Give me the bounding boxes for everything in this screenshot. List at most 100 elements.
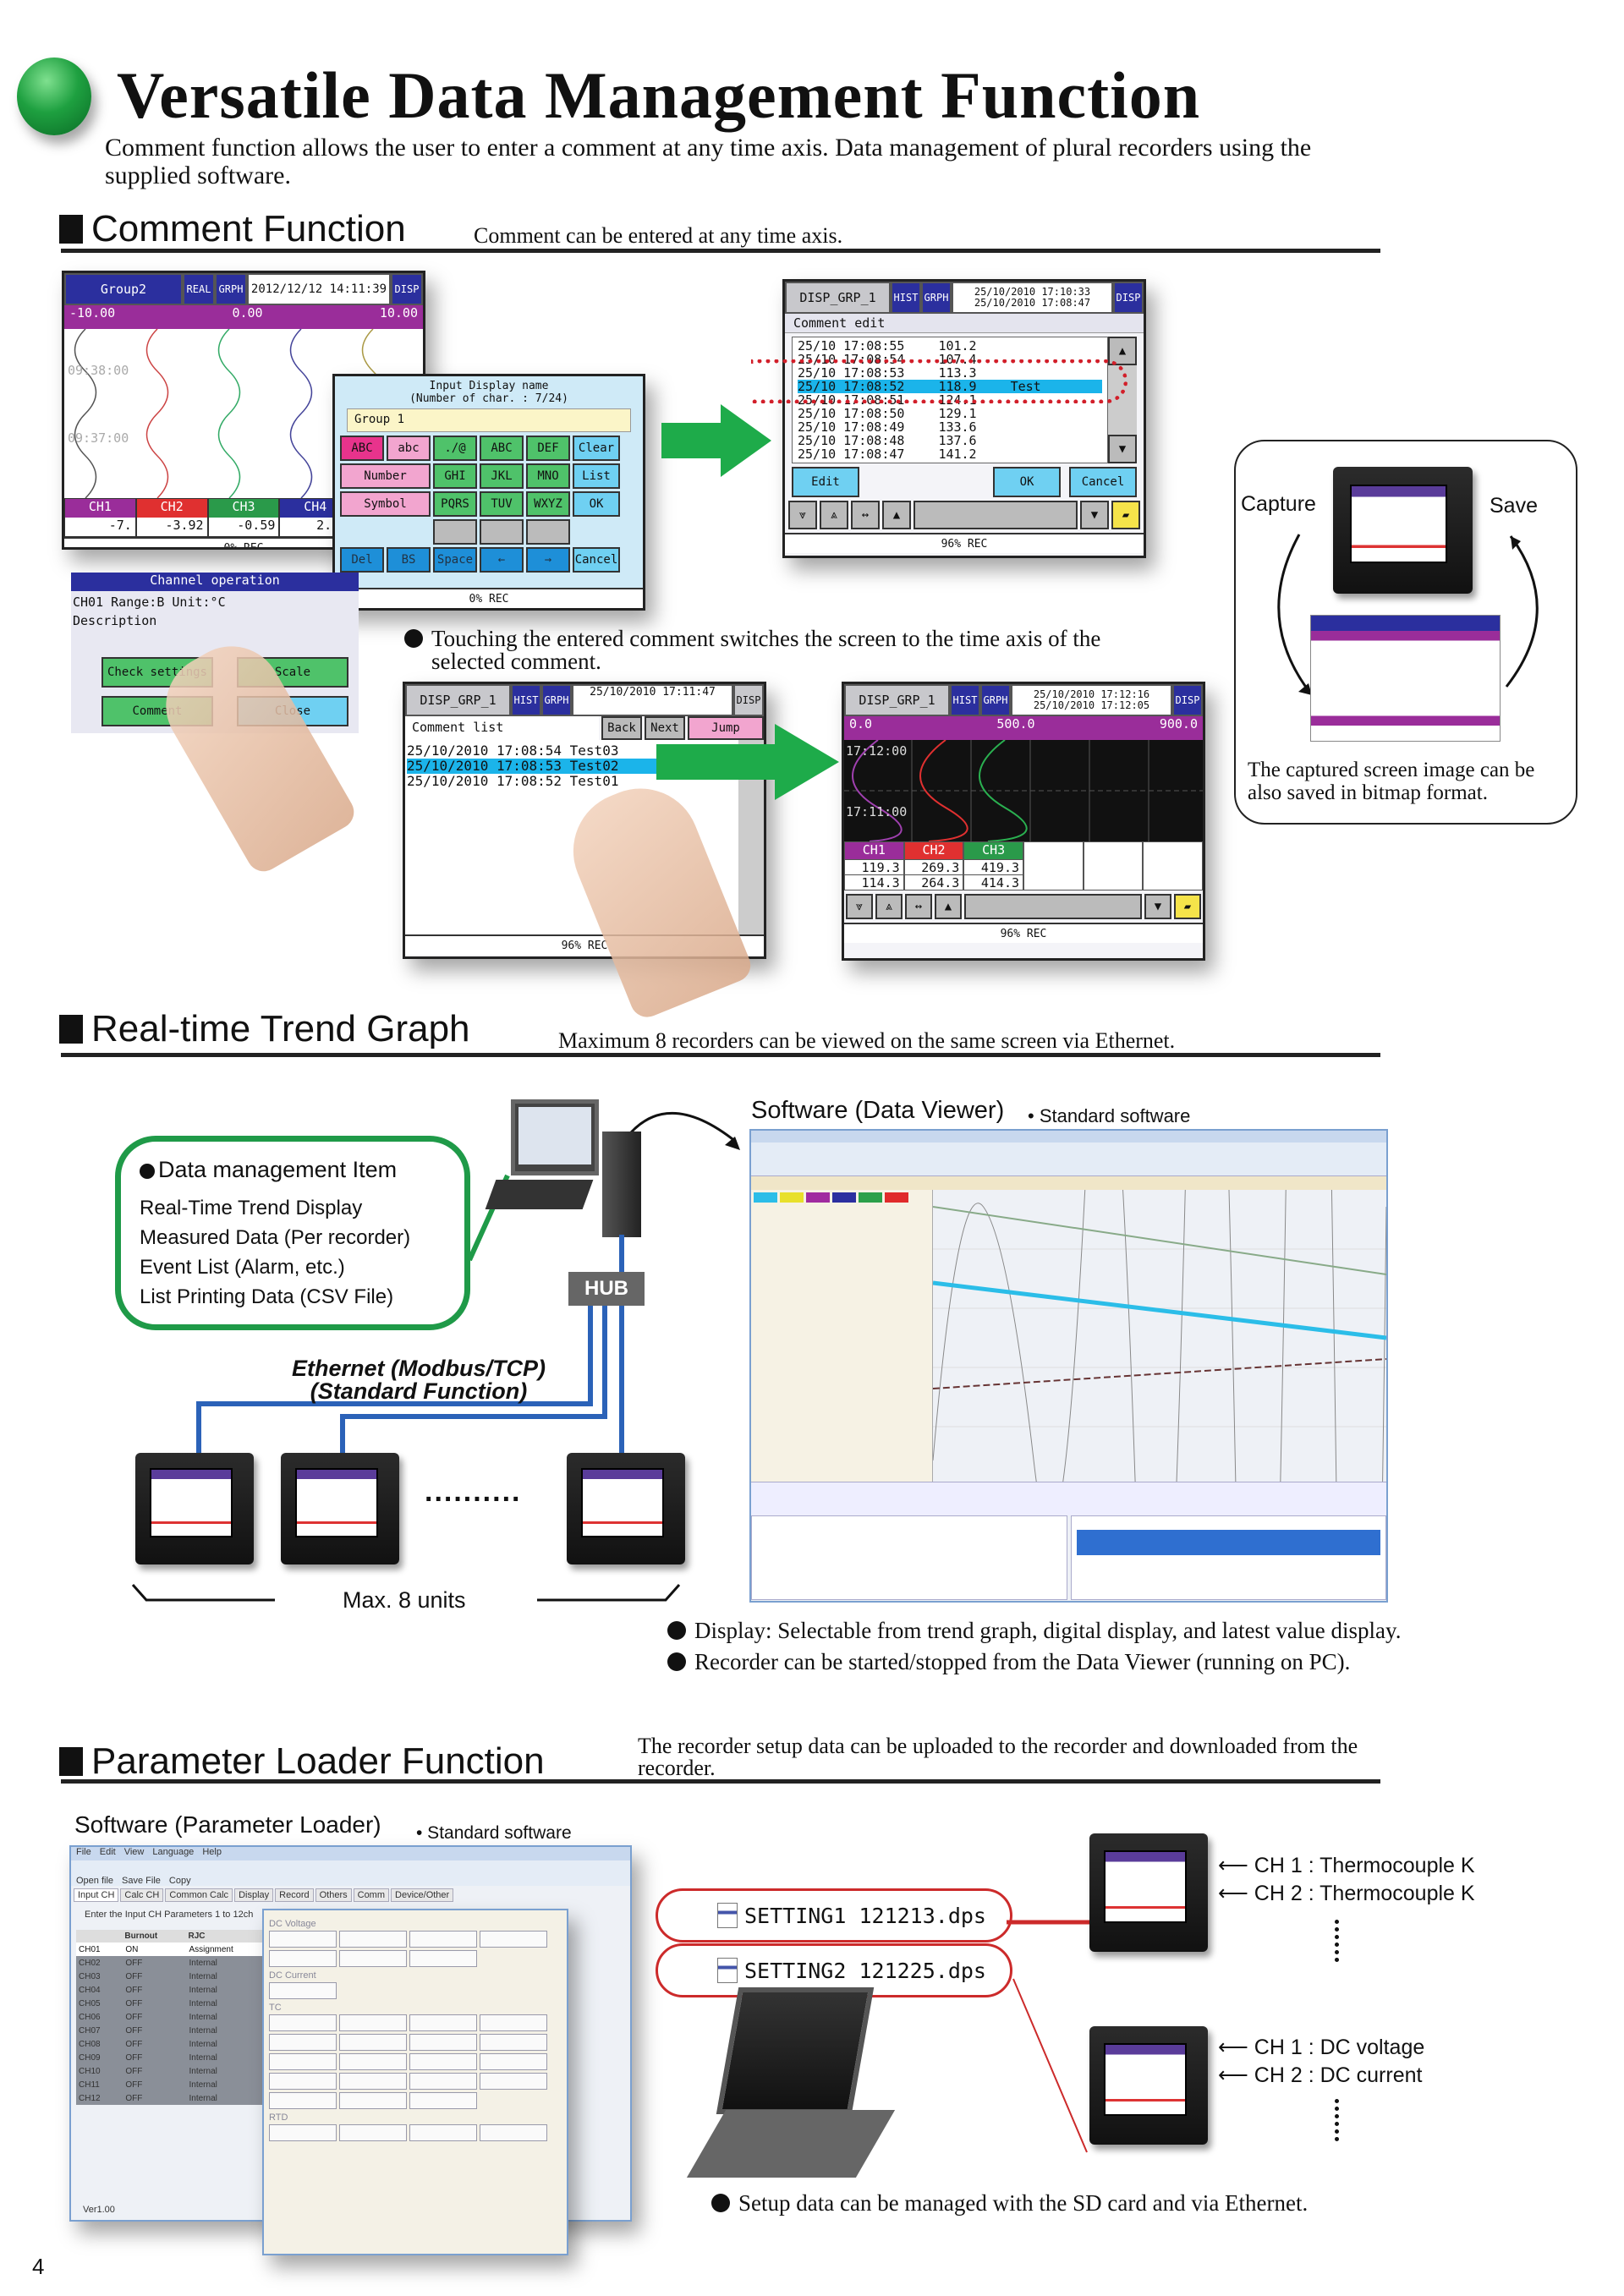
- hist-button[interactable]: HIST: [891, 282, 921, 314]
- disp-button[interactable]: DISP: [733, 684, 764, 716]
- type-button[interactable]: [480, 2034, 547, 2051]
- type-button[interactable]: [339, 1931, 407, 1948]
- type-button[interactable]: [269, 1931, 337, 1948]
- hist-button[interactable]: HIST: [511, 684, 541, 716]
- down-icon[interactable]: ▼: [1144, 894, 1171, 919]
- type-button[interactable]: [339, 2034, 407, 2051]
- scroll-up-icon[interactable]: ▲: [1108, 337, 1137, 365]
- group-label[interactable]: DISP_GRP_1: [844, 684, 950, 716]
- key-number[interactable]: Number: [340, 463, 431, 489]
- key[interactable]: WXYZ: [526, 491, 570, 517]
- type-button[interactable]: [480, 2053, 547, 2070]
- key-symbol[interactable]: Symbol: [340, 491, 431, 517]
- menu-item[interactable]: View: [123, 1847, 145, 1857]
- down-icon[interactable]: ▼: [1080, 501, 1109, 529]
- ok-button[interactable]: OK: [573, 491, 620, 517]
- type-button[interactable]: [480, 2124, 547, 2141]
- tab[interactable]: Input CH: [74, 1888, 119, 1902]
- type-button[interactable]: [409, 2053, 477, 2070]
- type-button[interactable]: [409, 2034, 477, 2051]
- tab[interactable]: Record: [275, 1888, 314, 1902]
- key-lower[interactable]: abc: [387, 436, 431, 461]
- ok-button[interactable]: OK: [993, 467, 1061, 497]
- group-label[interactable]: DISP_GRP_1: [405, 684, 511, 716]
- tab[interactable]: Others: [315, 1888, 352, 1902]
- list-button[interactable]: List: [573, 463, 620, 489]
- hist-button[interactable]: HIST: [950, 684, 980, 716]
- name-input[interactable]: Group 1: [347, 408, 631, 432]
- cancel-button[interactable]: Cancel: [573, 547, 620, 573]
- key[interactable]: DEF: [526, 436, 570, 461]
- left-key[interactable]: ←: [480, 547, 524, 573]
- page-down-icon[interactable]: ⩔: [788, 501, 817, 529]
- toolbar-button[interactable]: Save File: [122, 1876, 161, 1886]
- up-icon[interactable]: ▲: [935, 894, 962, 919]
- type-button[interactable]: [339, 2124, 407, 2141]
- type-button[interactable]: [480, 1931, 547, 1948]
- page-up-icon[interactable]: ⩓: [875, 894, 903, 919]
- type-button[interactable]: [269, 2124, 337, 2141]
- del-key[interactable]: Del: [340, 547, 384, 573]
- space-key[interactable]: Space: [433, 547, 477, 573]
- type-button[interactable]: [480, 2014, 547, 2031]
- key[interactable]: ABC: [480, 436, 524, 461]
- scroll-down-icon[interactable]: ▼: [1108, 435, 1137, 463]
- grph-button[interactable]: GRPH: [541, 684, 572, 716]
- group-label[interactable]: DISP_GRP_1: [785, 282, 891, 314]
- type-button[interactable]: [480, 2073, 547, 2090]
- list-item[interactable]: 25/10/2010 17:08:53 Test02: [407, 759, 737, 774]
- type-button[interactable]: [339, 2092, 407, 2109]
- key[interactable]: MNO: [526, 463, 570, 489]
- real-button[interactable]: REAL: [183, 273, 215, 305]
- type-button[interactable]: [409, 1950, 477, 1967]
- bs-key[interactable]: BS: [387, 547, 431, 573]
- cancel-button[interactable]: Cancel: [1069, 467, 1137, 497]
- key[interactable]: TUV: [480, 491, 524, 517]
- folder-icon[interactable]: ▰: [1111, 501, 1140, 529]
- list-item[interactable]: 25/10/2010 17:08:52 Test01: [407, 773, 619, 789]
- disp-button[interactable]: DISP: [391, 273, 423, 305]
- type-button[interactable]: [269, 1950, 337, 1967]
- menu-item[interactable]: Language: [152, 1847, 195, 1857]
- menu-item[interactable]: Edit: [99, 1847, 116, 1857]
- up-icon[interactable]: ▲: [882, 501, 911, 529]
- type-button[interactable]: [269, 2092, 337, 2109]
- type-button[interactable]: [269, 2014, 337, 2031]
- type-button[interactable]: [409, 2092, 477, 2109]
- key[interactable]: JKL: [480, 463, 524, 489]
- tab[interactable]: Device/Other: [391, 1888, 454, 1902]
- tab[interactable]: Display: [234, 1888, 274, 1902]
- tab[interactable]: Common Calc: [165, 1888, 233, 1902]
- type-button[interactable]: [409, 2014, 477, 2031]
- type-button[interactable]: [339, 2053, 407, 2070]
- type-button[interactable]: [409, 2124, 477, 2141]
- edit-button[interactable]: Edit: [792, 467, 859, 497]
- menu-item[interactable]: Help: [202, 1847, 222, 1857]
- tab[interactable]: Comm: [353, 1888, 390, 1902]
- list-item[interactable]: 25/10/2010 17:08:54 Test03: [407, 743, 619, 759]
- grph-button[interactable]: GRPH: [921, 282, 952, 314]
- menu-item[interactable]: File: [76, 1847, 91, 1857]
- toolbar-button[interactable]: Copy: [168, 1876, 191, 1886]
- next-button[interactable]: Next: [645, 716, 685, 740]
- folder-icon[interactable]: ▰: [1174, 894, 1201, 919]
- disp-button[interactable]: DISP: [1113, 282, 1144, 314]
- expand-icon[interactable]: ↔: [905, 894, 932, 919]
- type-button[interactable]: [339, 1950, 407, 1967]
- type-button[interactable]: [339, 2073, 407, 2090]
- channel-cell[interactable]: CH3-0.59: [207, 498, 280, 537]
- page-down-icon[interactable]: ⩔: [846, 894, 873, 919]
- key[interactable]: ./@: [433, 436, 477, 461]
- tab[interactable]: Calc CH: [120, 1888, 164, 1902]
- toolbar-button[interactable]: Open file: [76, 1876, 114, 1886]
- channel-cell[interactable]: CH2-3.92: [135, 498, 208, 537]
- key[interactable]: PQRS: [433, 491, 477, 517]
- expand-icon[interactable]: ↔: [851, 501, 880, 529]
- type-button[interactable]: [409, 1931, 477, 1948]
